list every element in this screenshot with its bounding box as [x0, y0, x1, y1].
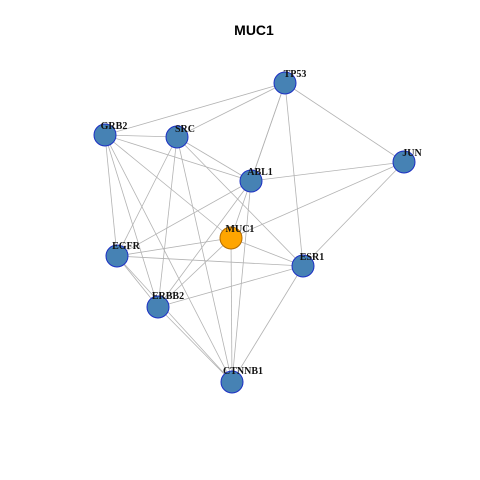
graph-title: MUC1	[234, 22, 274, 38]
node-egfr[interactable]	[105, 244, 129, 268]
node-erbb2[interactable]	[146, 295, 170, 319]
edge-src-egfr	[116, 136, 178, 257]
node-abl1[interactable]	[239, 169, 263, 193]
edge-src-ctnnb1	[176, 136, 233, 383]
edge-tp53-muc1	[230, 82, 286, 239]
edge-esr1-ctnnb1	[231, 265, 304, 383]
node-esr1[interactable]	[291, 254, 315, 278]
edge-src-erbb2	[157, 136, 178, 308]
edge-layer	[104, 82, 405, 383]
node-layer	[93, 71, 416, 394]
node-label-abl1: ABL1	[247, 167, 273, 178]
edge-egfr-ctnnb1	[116, 255, 233, 383]
edge-muc1-egfr	[116, 237, 232, 257]
node-label-jun: JUN	[402, 148, 422, 159]
node-src[interactable]	[165, 125, 189, 149]
edge-muc1-esr1	[230, 237, 304, 267]
node-label-ctnnb1: CTNNB1	[223, 366, 263, 377]
edge-grb2-abl1	[104, 134, 252, 182]
node-label-src: SRC	[175, 124, 195, 135]
edge-esr1-erbb2	[157, 265, 304, 308]
node-label-tp53: TP53	[284, 69, 307, 80]
node-ctnnb1[interactable]	[220, 370, 244, 394]
edge-src-abl1	[176, 136, 252, 182]
node-label-erbb2: ERBB2	[152, 291, 184, 302]
edge-tp53-src	[176, 82, 286, 138]
edge-src-esr1	[176, 136, 304, 267]
edge-abl1-ctnnb1	[231, 180, 252, 383]
node-grb2[interactable]	[93, 123, 117, 147]
edge-jun-esr1	[302, 161, 405, 267]
edge-jun-muc1	[230, 161, 405, 239]
edge-grb2-erbb2	[104, 134, 159, 308]
node-label-muc1: MUC1	[226, 224, 255, 235]
edge-tp53-esr1	[284, 82, 304, 267]
node-jun[interactable]	[392, 150, 416, 174]
edge-muc1-ctnnb1	[230, 237, 233, 383]
edge-tp53-jun	[284, 82, 405, 163]
node-label-grb2: GRB2	[101, 121, 128, 132]
edge-grb2-src	[104, 134, 178, 138]
node-tp53[interactable]	[273, 71, 297, 95]
node-muc1[interactable]	[219, 226, 243, 250]
edge-jun-abl1	[250, 161, 405, 182]
edge-tp53-grb2	[104, 82, 286, 136]
edge-grb2-muc1	[104, 134, 232, 239]
edge-erbb2-ctnnb1	[157, 306, 233, 383]
edge-abl1-egfr	[116, 180, 252, 257]
node-label-egfr: EGFR	[112, 241, 141, 252]
edge-egfr-esr1	[116, 255, 304, 267]
edge-muc1-erbb2	[157, 237, 232, 308]
edge-grb2-egfr	[104, 134, 118, 257]
edge-abl1-erbb2	[157, 180, 252, 308]
node-label-esr1: ESR1	[300, 252, 324, 263]
